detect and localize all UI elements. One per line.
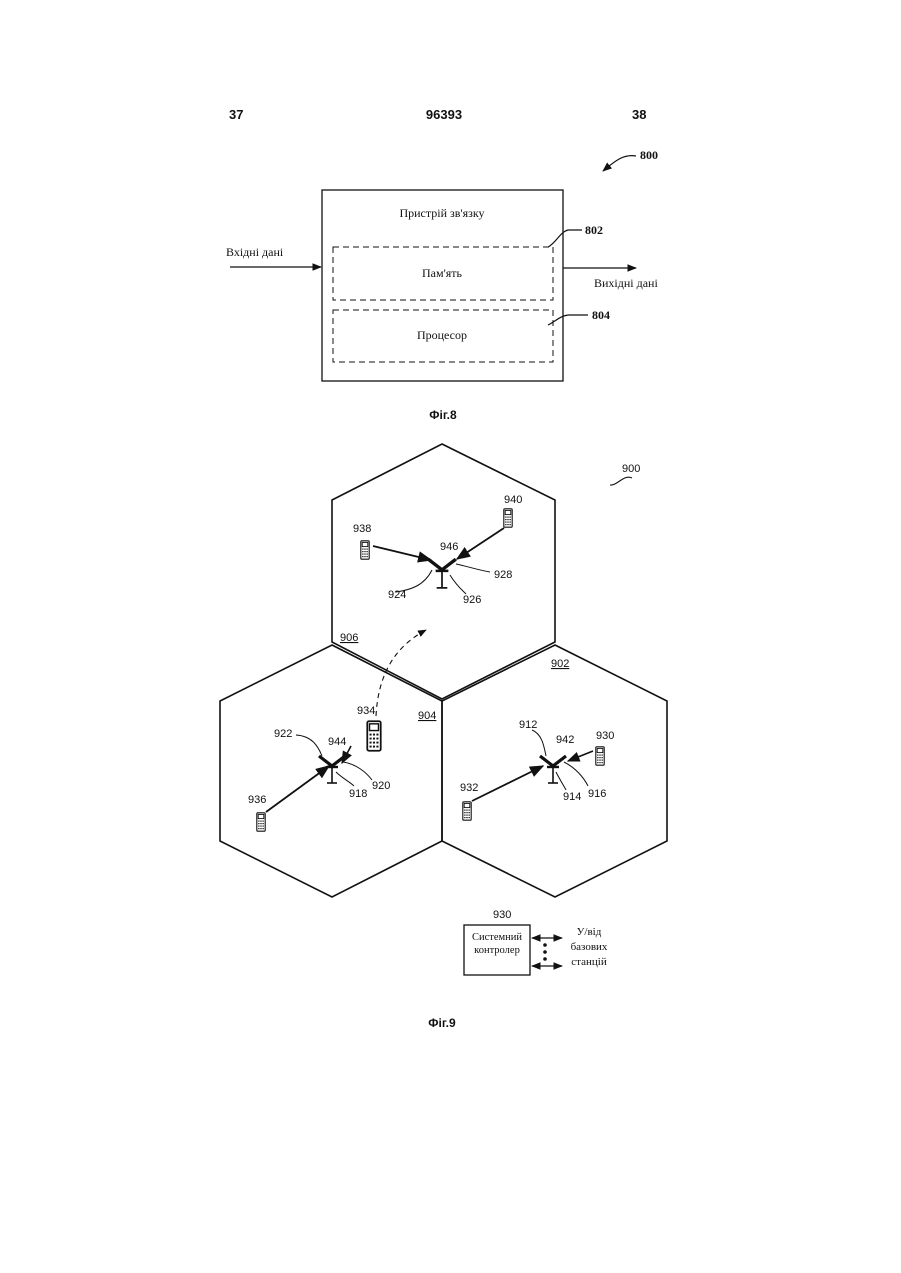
terminal-934-icon [367,721,380,750]
terminal-940-icon [504,509,512,527]
link-label-line-3: станцій [571,956,607,968]
ref-leader-900 [610,477,632,485]
ref-802: 802 [585,223,603,237]
uplink-936-to-944 [266,766,329,812]
processor-label: Процесор [417,328,467,342]
terminal-938-icon [361,541,369,559]
terminal-936-icon [257,813,265,831]
terminal-ref-940: 940 [504,494,522,506]
bs-ref-942: 942 [556,734,574,746]
controller-line-2: контролер [474,945,520,956]
link-label-line-2: базових [571,941,608,953]
terminal-930-icon [596,747,604,765]
base-station-946-icon [428,559,456,588]
ant-ref-924: 924 [388,589,406,601]
patent-number: 96393 [426,107,462,122]
leader-928 [456,564,490,572]
terminal-932-icon [463,802,471,820]
ref-800: 800 [640,148,658,162]
cell-ref-906: 906 [340,632,358,644]
ant-ref-912: 912 [519,719,537,731]
leader-918 [336,772,354,786]
memory-label: Пам'ять [422,266,463,280]
controller-ref-930: 930 [493,909,511,921]
cell-ref-902: 902 [551,658,569,670]
page-number-left: 37 [229,107,243,122]
bs-ref-946: 946 [440,541,458,553]
ref-leader-804 [548,315,588,325]
ant-ref-922: 922 [274,728,292,740]
base-station-942-icon [540,756,566,783]
ant-ref-928: 928 [494,569,512,581]
terminal-ref-938: 938 [353,523,371,535]
device-label: Пристрій зв'язку [399,206,484,220]
output-label: Вихідні дані [594,276,658,290]
leader-926 [450,575,466,594]
ref-900: 900 [622,463,640,475]
figure-8-caption: Фіг.8 [429,408,457,422]
uplink-930-to-942 [568,751,593,761]
link-label-line-1: У/від [577,926,602,938]
ellipsis-dots [543,943,547,961]
input-label: Вхідні дані [226,245,284,259]
terminal-ref-936: 936 [248,794,266,806]
ant-ref-918: 918 [349,788,367,800]
leader-914 [556,772,566,790]
terminal-ref-934: 934 [357,705,375,717]
ant-ref-914: 914 [563,791,581,803]
controller-line-1: Системний [472,932,522,943]
leader-916 [564,762,588,786]
ant-ref-926: 926 [463,594,481,606]
uplink-938-to-946 [373,546,431,560]
bs-ref-944: 944 [328,736,346,748]
cell-left-hexagon [220,645,442,897]
page-number-right: 38 [632,107,646,122]
figure-9-caption: Фіг.9 [428,1016,456,1030]
leader-922 [296,735,322,756]
leader-920 [343,762,372,780]
ref-leader-800 [603,156,636,171]
link-934-to-944 [342,746,351,763]
ref-leader-802 [548,230,582,247]
handoff-path-934 [376,630,426,716]
uplink-940-to-946 [457,528,504,559]
figure-8: 800 Пристрій зв'язку Пам'ять Процесор Вх… [226,148,658,422]
terminal-ref-930: 930 [596,730,614,742]
ant-ref-920: 920 [372,780,390,792]
terminal-ref-932: 932 [460,782,478,794]
ant-ref-916: 916 [588,788,606,800]
leader-912 [532,730,546,756]
uplink-932-to-942 [472,766,543,801]
cell-ref-904: 904 [418,710,436,722]
figure-9: 900 906 904 902 946 924 926 928 944 922 … [220,444,667,1030]
ref-804: 804 [592,308,610,322]
